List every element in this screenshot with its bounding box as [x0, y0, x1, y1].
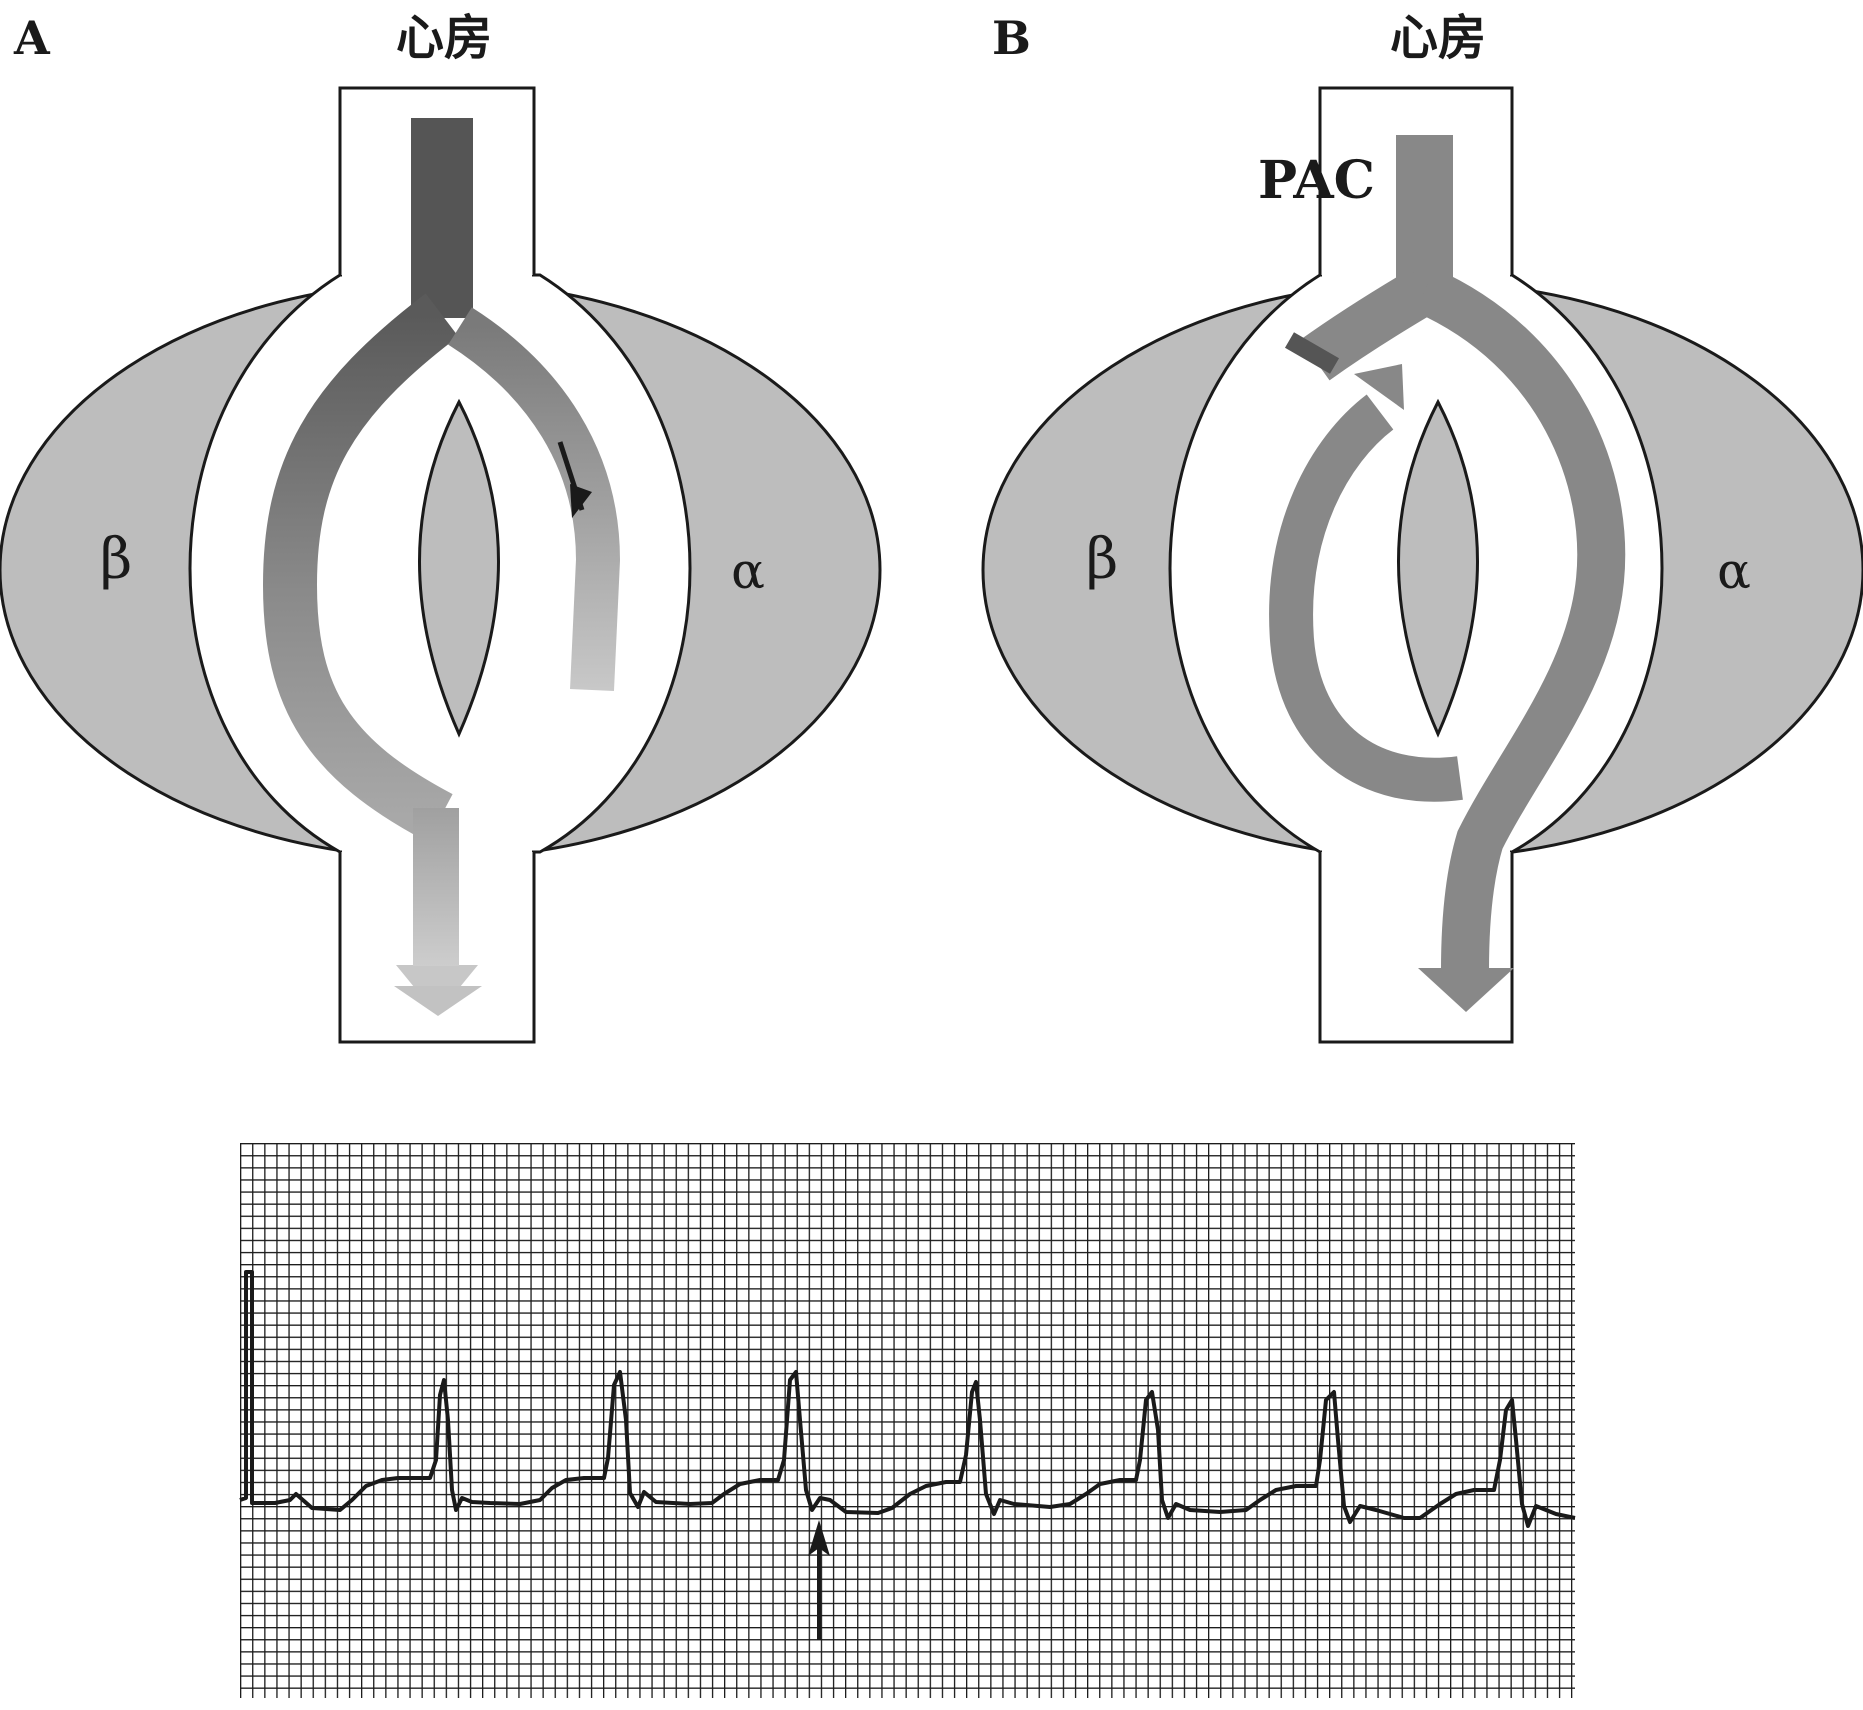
- atrial-impulse: [411, 118, 473, 318]
- alpha-label: α: [731, 542, 765, 600]
- reentry-arrowhead-icon: [1354, 364, 1404, 410]
- panel-a: A 心房 β α: [0, 10, 882, 1044]
- beta-label: β: [100, 527, 132, 592]
- alpha-label-b: α: [1717, 542, 1751, 600]
- central-lens: [418, 398, 500, 738]
- panel-a-atrium-label: 心房: [396, 10, 492, 66]
- pac-label: PAC: [1258, 150, 1375, 211]
- panel-b-letter: B: [992, 11, 1031, 65]
- ecg-trace: [239, 1270, 1576, 1528]
- ecg-grid: [240, 1143, 1575, 1698]
- ventricular-output-arrow-b: [1418, 968, 1514, 1012]
- reentry-loop: [1269, 394, 1463, 802]
- panel-b-atrium-label: 心房: [1390, 10, 1486, 66]
- conduction-block-bar: [1284, 332, 1340, 374]
- ventricular-output-arrow: [413, 808, 459, 966]
- panel-a-letter: A: [13, 11, 51, 65]
- pac-impulse: [1396, 135, 1453, 295]
- ecg-strip: [239, 1143, 1576, 1698]
- alpha-pathway-blocked: [448, 307, 621, 692]
- beta-label-b: β: [1086, 527, 1118, 592]
- panel-b: B 心房 PAC β α: [981, 10, 1863, 1044]
- alpha-pathway-conducting: [1414, 268, 1626, 971]
- central-lens-b: [1397, 398, 1479, 738]
- beta-pathway: [262, 293, 459, 842]
